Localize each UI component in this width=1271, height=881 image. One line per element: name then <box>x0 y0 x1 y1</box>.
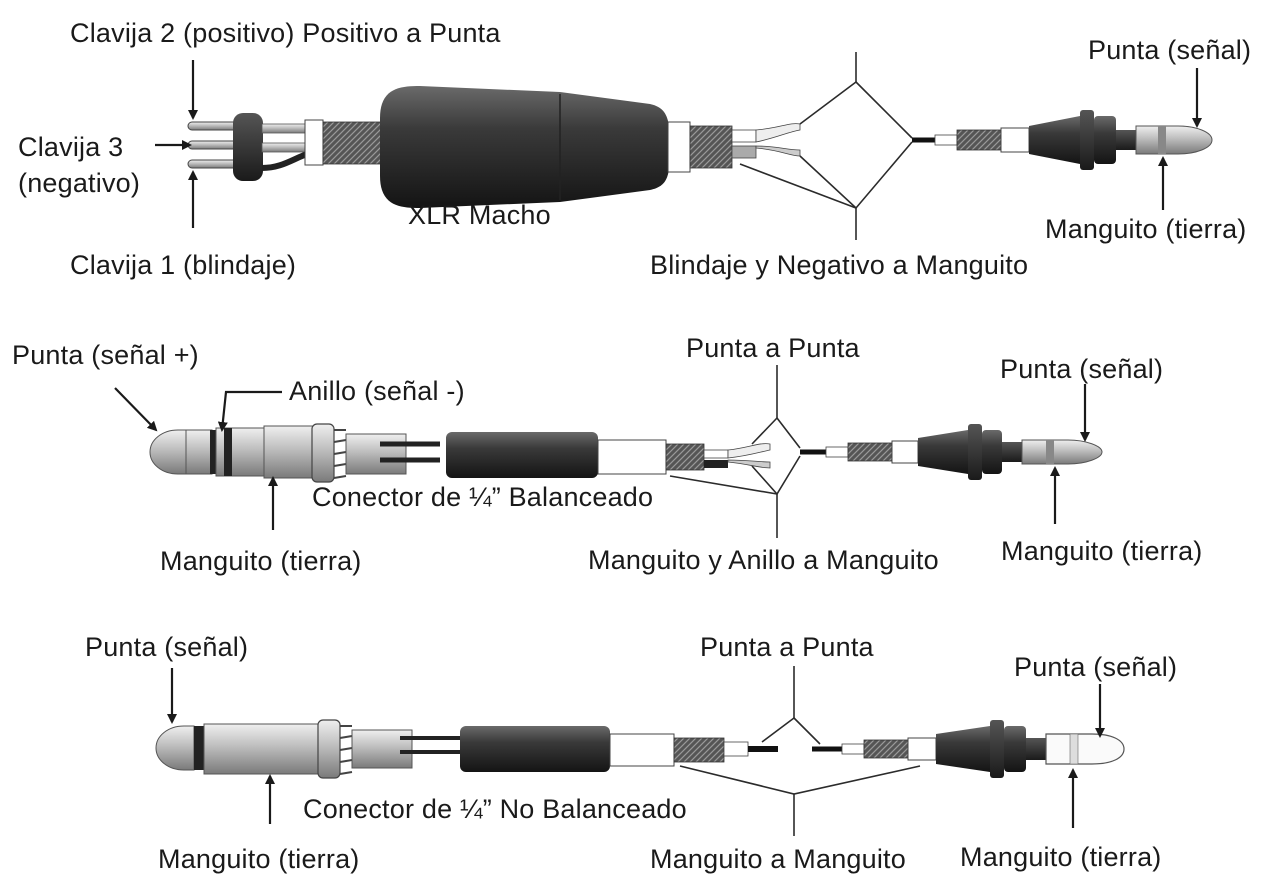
ts-rca-tip-label: Punta (señal) <box>1014 652 1178 682</box>
trs-connector-label: Conector de ¼” Balanceado <box>312 482 654 512</box>
trs-tip-to-tip-label: Punta a Punta <box>686 333 860 363</box>
trs-ring-label: Anillo (señal -) <box>289 376 465 406</box>
ts-tip-to-tip-label: Punta a Punta <box>700 632 874 662</box>
ts-to-rca-illustration <box>155 666 1125 836</box>
xlr-rca-sleeve-label: Manguito (tierra) <box>1045 214 1247 244</box>
xlr-rca-tip-label: Punta (señal) <box>1088 35 1252 65</box>
xlr-pin3-label-line1: Clavija 3 <box>18 132 124 162</box>
xlr-pin3-label-line2: (negativo) <box>18 168 141 198</box>
trs-to-rca-illustration <box>114 365 1103 538</box>
ts-sleeve-label: Manguito (tierra) <box>158 844 360 874</box>
trs-sleeve-label: Manguito (tierra) <box>160 546 362 576</box>
ts-tip-label: Punta (señal) <box>85 632 249 662</box>
trs-rca-tip-label: Punta (señal) <box>1000 354 1164 384</box>
ts-rca-sleeve-label: Manguito (tierra) <box>960 842 1162 872</box>
xlr-pin2-label: Clavija 2 (positivo) Positivo a Punta <box>70 18 501 48</box>
xlr-connector-label: XLR Macho <box>408 200 551 230</box>
trs-junction-label: Manguito y Anillo a Manguito <box>588 545 939 575</box>
trs-tip-label: Punta (señal +) <box>12 340 199 370</box>
trs-rca-sleeve-label: Manguito (tierra) <box>1001 536 1203 566</box>
xlr-junction-label: Blindaje y Negativo a Manguito <box>650 250 1029 280</box>
ts-connector-label: Conector de ¼” No Balanceado <box>303 794 687 824</box>
ts-junction-label: Manguito a Manguito <box>650 844 906 874</box>
xlr-to-rca-illustration <box>155 52 1213 240</box>
xlr-pin1-label: Clavija 1 (blindaje) <box>70 250 297 280</box>
